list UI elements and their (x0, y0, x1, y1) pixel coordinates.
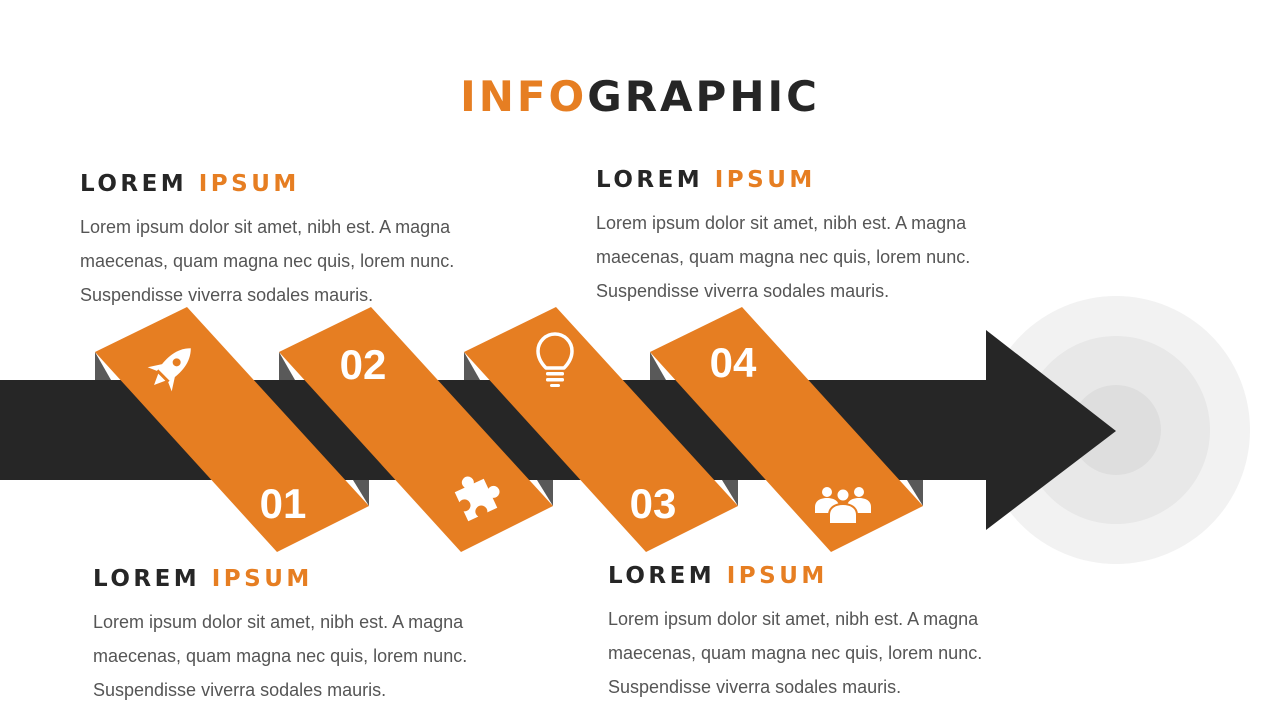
body-line: maecenas, quam magna nec quis, lorem nun… (93, 646, 468, 666)
title-dark-part: GRAPHIC (587, 72, 820, 121)
target-ring-inner (1071, 385, 1161, 475)
body-line: Lorem ipsum dolor sit amet, nibh est. A … (93, 612, 464, 632)
body-line: maecenas, quam magna nec quis, lorem nun… (80, 251, 455, 271)
band-shadow-top (650, 352, 666, 380)
body-line: Suspendisse viverra sodales mauris. (93, 680, 387, 700)
step-number-04: 04 (710, 339, 757, 386)
body-line: Suspendisse viverra sodales mauris. (596, 281, 890, 301)
lightbulb-icon (536, 332, 574, 387)
text-block-2: LOREM IPSUM Lorem ipsum dolor sit amet, … (596, 166, 1016, 308)
band-shadow-bottom (722, 480, 738, 506)
band-shadow-bottom (907, 480, 923, 506)
step-number-01: 01 (260, 480, 307, 527)
text-block-1: LOREM IPSUM Lorem ipsum dolor sit amet, … (80, 170, 500, 312)
heading-accent-word: IPSUM (714, 167, 816, 193)
block-body: Lorem ipsum dolor sit amet, nibh est. A … (93, 605, 513, 707)
band-shadow-bottom (353, 480, 369, 506)
band-shadow-top (464, 352, 480, 380)
heading-dark-word: LOREM (80, 171, 188, 197)
block-heading: LOREM IPSUM (608, 562, 1028, 590)
band-shadow-bottom (537, 480, 553, 506)
body-line: Suspendisse viverra sodales mauris. (608, 677, 902, 697)
heading-dark-word: LOREM (93, 566, 201, 592)
block-body: Lorem ipsum dolor sit amet, nibh est. A … (80, 210, 500, 312)
body-line: maecenas, quam magna nec quis, lorem nun… (608, 643, 983, 663)
step-number-02: 02 (340, 341, 387, 388)
ribbon-band (464, 307, 738, 552)
band-shadow-top (95, 352, 111, 380)
heading-dark-word: LOREM (608, 563, 716, 589)
heading-accent-word: IPSUM (198, 171, 300, 197)
text-block-4: LOREM IPSUM Lorem ipsum dolor sit amet, … (608, 562, 1028, 704)
body-line: Lorem ipsum dolor sit amet, nibh est. A … (80, 217, 451, 237)
arrowhead (986, 330, 1116, 530)
body-line: Lorem ipsum dolor sit amet, nibh est. A … (608, 609, 979, 629)
step-number-03: 03 (630, 480, 677, 527)
block-body: Lorem ipsum dolor sit amet, nibh est. A … (596, 206, 1016, 308)
body-line: Suspendisse viverra sodales mauris. (80, 285, 374, 305)
heading-accent-word: IPSUM (726, 563, 828, 589)
body-line: maecenas, quam magna nec quis, lorem nun… (596, 247, 971, 267)
block-body: Lorem ipsum dolor sit amet, nibh est. A … (608, 602, 1028, 704)
title-accent-part: INFO (460, 72, 588, 121)
body-line: Lorem ipsum dolor sit amet, nibh est. A … (596, 213, 967, 233)
rocket-icon (147, 348, 191, 392)
target-circles (982, 296, 1250, 564)
band-step-3 (464, 307, 738, 552)
heading-accent-word: IPSUM (211, 566, 313, 592)
text-block-3: LOREM IPSUM Lorem ipsum dolor sit amet, … (93, 565, 513, 707)
block-heading: LOREM IPSUM (80, 170, 500, 198)
page-title: INFOGRAPHIC (0, 72, 1280, 121)
block-heading: LOREM IPSUM (596, 166, 1016, 194)
puzzle-icon (454, 476, 500, 522)
people-icon (815, 487, 871, 525)
heading-dark-word: LOREM (596, 167, 704, 193)
band-shadow-top (279, 352, 295, 380)
block-heading: LOREM IPSUM (93, 565, 513, 593)
